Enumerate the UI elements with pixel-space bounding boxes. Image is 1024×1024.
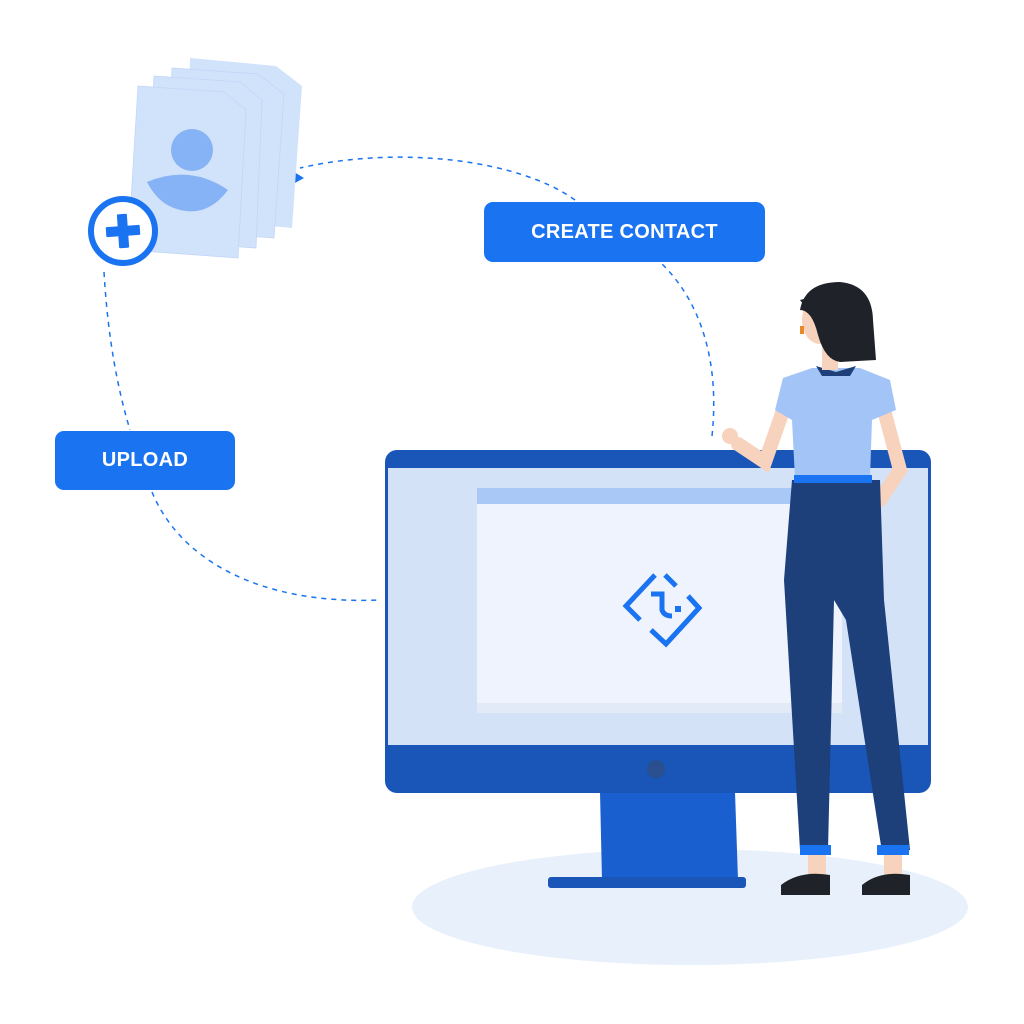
arrow-head-icon xyxy=(294,172,304,183)
monitor-stand xyxy=(600,792,738,880)
shoe xyxy=(862,873,910,895)
contact-documents-icon xyxy=(127,58,302,259)
monitor-base xyxy=(548,877,746,888)
connector-docs-to-upload xyxy=(103,271,131,431)
connector-create-to-docs xyxy=(299,156,576,201)
person xyxy=(722,282,910,895)
connector-monitor-to-create xyxy=(659,261,715,437)
belt xyxy=(794,475,872,483)
right-arm xyxy=(873,403,908,507)
avatar-body xyxy=(147,174,228,212)
webcam-icon xyxy=(647,760,665,778)
left-arm xyxy=(731,398,792,473)
logo-icon xyxy=(622,573,703,648)
connector-upload-to-monitor xyxy=(151,491,381,602)
add-plus-icon[interactable] xyxy=(88,196,158,266)
earring xyxy=(800,326,804,334)
shoe xyxy=(781,873,830,895)
app-window-titlebar xyxy=(477,488,842,504)
create-contact-button[interactable]: CREATE CONTACT xyxy=(484,202,765,262)
avatar-head xyxy=(171,129,213,171)
upload-button[interactable]: UPLOAD xyxy=(55,431,235,490)
pants xyxy=(784,480,910,852)
shirt xyxy=(775,368,896,478)
dashed-connectors xyxy=(103,156,715,602)
